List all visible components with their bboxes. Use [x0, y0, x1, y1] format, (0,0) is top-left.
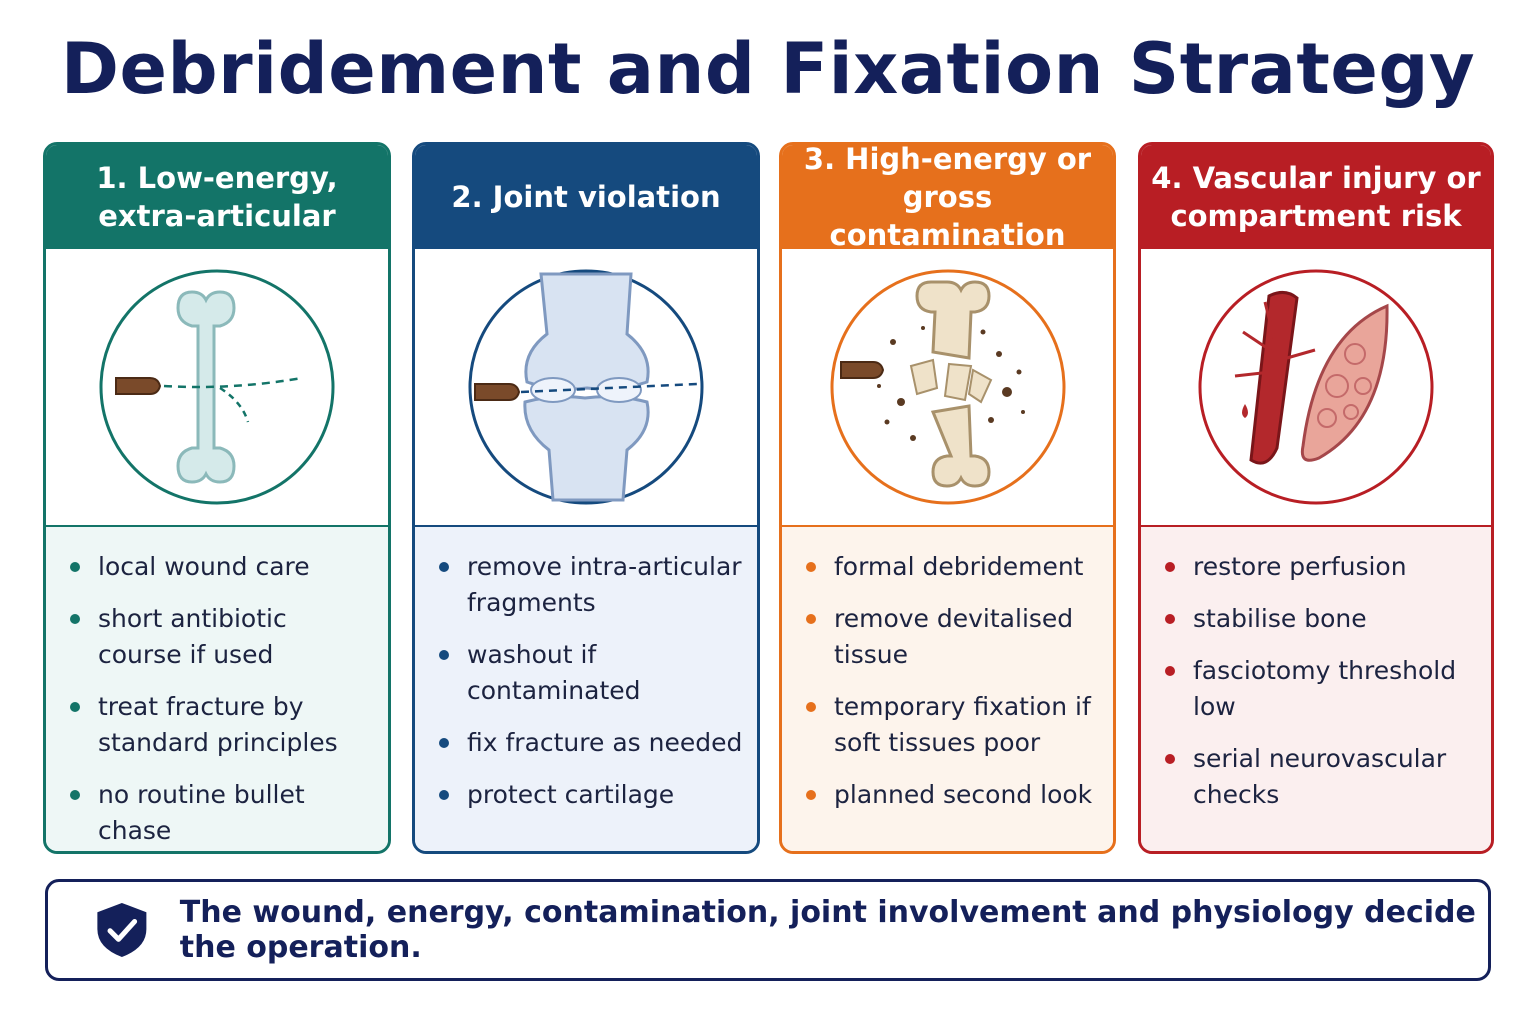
list-item: short antibiotic course if used: [70, 601, 374, 673]
summary-text: The wound, energy, contamination, joint …: [179, 895, 1476, 965]
card-heading: 3. High-energy or gross contamination: [782, 145, 1113, 252]
list-item: planned second look: [806, 777, 1099, 813]
list-item: temporary fixation if soft tissues poor: [806, 689, 1099, 761]
list-item: restore perfusion: [1165, 549, 1477, 585]
card-illustration: [415, 249, 757, 527]
bullet-list: restore perfusion stabilise bone fasciot…: [1141, 527, 1491, 851]
list-item: remove devitalised tissue: [806, 601, 1099, 673]
artery-muscle-icon: [1198, 269, 1434, 505]
strategy-card-vascular: 4. Vascular injury or compartment risk r…: [1138, 142, 1494, 854]
card-heading: 1. Low-energy, extra-articular: [46, 145, 388, 249]
list-item: protect cartilage: [439, 777, 743, 813]
bullet-list: remove intra-articular fragments washout…: [415, 527, 757, 851]
strategy-card-high-energy: 3. High-energy or gross contamination fo…: [779, 142, 1116, 854]
shattered-bone-icon: [830, 269, 1065, 505]
list-item: washout if contaminated: [439, 637, 743, 709]
list-item: stabilise bone: [1165, 601, 1477, 637]
list-item: no routine bullet chase: [70, 777, 374, 849]
card-illustration: [46, 249, 388, 527]
list-item: fasciotomy threshold low: [1165, 653, 1477, 725]
card-illustration: [1141, 249, 1491, 527]
knee-joint-bullet-icon: [468, 269, 704, 505]
bullet-list: formal debridement remove devitalised ti…: [782, 527, 1113, 851]
card-heading: 4. Vascular injury or compartment risk: [1141, 145, 1491, 249]
list-item: remove intra-articular fragments: [439, 549, 743, 621]
strategy-card-joint-violation: 2. Joint violation remove intra-articula…: [412, 142, 760, 854]
list-item: fix fracture as needed: [439, 725, 743, 761]
strategy-card-low-energy: 1. Low-energy, extra-articular local wou…: [43, 142, 391, 854]
list-item: serial neurovascular checks: [1165, 741, 1477, 813]
list-item: treat fracture by standard principles: [70, 689, 374, 761]
list-item: formal debridement: [806, 549, 1099, 585]
bullet-list: local wound care short antibiotic course…: [46, 527, 388, 851]
list-item: local wound care: [70, 549, 374, 585]
shield-check-icon: [97, 902, 147, 958]
card-illustration: [782, 249, 1113, 527]
page-title: Debridement and Fixation Strategy: [60, 28, 1476, 110]
card-heading: 2. Joint violation: [415, 145, 757, 249]
summary-banner: The wound, energy, contamination, joint …: [45, 879, 1491, 981]
bone-bullet-icon: [99, 269, 335, 505]
